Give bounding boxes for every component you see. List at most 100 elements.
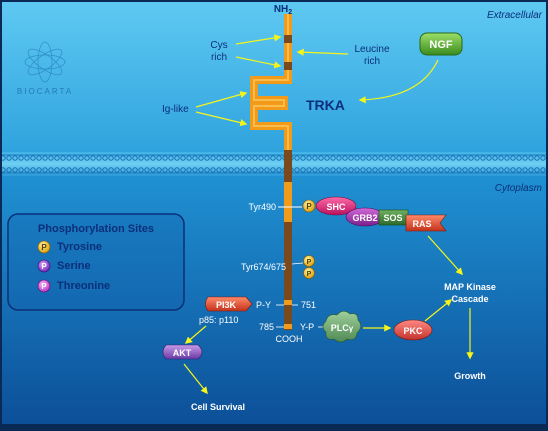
lipid-head — [90, 167, 96, 173]
svg-text:P: P — [307, 259, 312, 266]
cys-arrow-lower — [235, 56, 282, 69]
lipid-head — [306, 155, 312, 161]
lipid-head — [264, 167, 270, 173]
lipid-head — [150, 155, 156, 161]
lipid-head — [252, 155, 258, 161]
lipid-head — [36, 155, 42, 161]
lipid-head — [450, 167, 456, 173]
lipid-head — [420, 155, 426, 161]
lipid-head — [156, 155, 162, 161]
lipid-head — [54, 155, 60, 161]
lipid-head — [474, 155, 480, 161]
lipid-head — [324, 155, 330, 161]
cooh-label: COOH — [276, 334, 303, 344]
lipid-head — [480, 155, 486, 161]
lipid-head — [270, 155, 276, 161]
lipid-head — [138, 155, 144, 161]
cytoplasm-region — [0, 168, 548, 426]
sos-protein: SOS — [378, 209, 409, 226]
lipid-head — [426, 167, 432, 173]
p85-p110-label: p85: p110 — [199, 315, 238, 325]
lipid-head — [102, 155, 108, 161]
ngf-arrow — [358, 59, 439, 104]
lipid-head — [18, 155, 24, 161]
lipid-head — [18, 167, 24, 173]
svg-text:P: P — [41, 243, 47, 252]
lipid-head — [78, 155, 84, 161]
lipid-head — [66, 155, 72, 161]
lipid-head — [180, 155, 186, 161]
lipid-head — [24, 167, 30, 173]
mapk-label-line1: MAP Kinase — [444, 282, 496, 292]
cell-survival-label: Cell Survival — [191, 402, 245, 412]
lipid-head — [120, 167, 126, 173]
lipid-head — [216, 167, 222, 173]
lipid-head — [132, 155, 138, 161]
lipid-head — [354, 167, 360, 173]
svg-text:P: P — [41, 262, 47, 271]
lipid-head — [360, 167, 366, 173]
cell-membrane — [0, 152, 548, 176]
lipid-head — [450, 155, 456, 161]
logo-mark — [24, 41, 66, 83]
lipid-head — [120, 155, 126, 161]
extracellular-label: Extracellular — [487, 10, 543, 21]
phosphorylation-legend: Phosphorylation Sites P Tyrosine P Serin… — [7, 213, 185, 311]
lipid-head — [114, 155, 120, 161]
lipid-head — [540, 167, 546, 173]
pi3k-to-akt-arrow — [184, 325, 207, 344]
y785-yp-label: Y-P — [300, 322, 314, 332]
svg-text:Tyrosine: Tyrosine — [57, 241, 102, 253]
ig-like-label: Ig-like — [162, 104, 189, 115]
tyr675-phospho-badge: P — [303, 267, 315, 279]
lipid-head — [342, 155, 348, 161]
ig-arrow-lower — [195, 111, 248, 127]
lipid-head — [42, 155, 48, 161]
svg-text:RAS: RAS — [412, 219, 431, 229]
lipid-head — [246, 167, 252, 173]
lipid-head — [294, 155, 300, 161]
lipid-head — [528, 155, 534, 161]
kinase-upper-segment — [284, 182, 292, 222]
ngf-label: NGF — [429, 39, 453, 51]
lipid-head — [48, 167, 54, 173]
akt-to-survival-arrow — [183, 363, 208, 395]
lipid-head — [264, 155, 270, 161]
leucine-arrow — [296, 48, 349, 56]
lipid-head — [468, 167, 474, 173]
svg-text:PI3K: PI3K — [216, 300, 237, 310]
lipid-head — [294, 167, 300, 173]
lipid-head — [318, 167, 324, 173]
lipid-head — [486, 167, 492, 173]
lipid-head — [222, 167, 228, 173]
lipid-head — [408, 155, 414, 161]
lipid-head — [270, 167, 276, 173]
lipid-head — [54, 167, 60, 173]
tyr674-675-label: Tyr674/675 — [241, 262, 286, 272]
lipid-head — [144, 155, 150, 161]
lipid-head — [510, 155, 516, 161]
lipid-head — [330, 155, 336, 161]
lipid-head — [234, 155, 240, 161]
lipid-head — [348, 155, 354, 161]
lipid-head — [372, 155, 378, 161]
lipid-head — [186, 167, 192, 173]
svg-text:SOS: SOS — [383, 213, 402, 223]
svg-text:PLCγ: PLCγ — [331, 323, 354, 333]
lipid-head — [438, 167, 444, 173]
lipid-head — [414, 155, 420, 161]
lipid-head — [498, 167, 504, 173]
legend-item-tyrosine: P Tyrosine — [37, 240, 102, 254]
cys-rich-segment-upper — [284, 35, 292, 43]
lipid-head — [30, 167, 36, 173]
lipid-head — [468, 155, 474, 161]
lipid-head — [462, 167, 468, 173]
lipid-head — [444, 155, 450, 161]
lipid-head — [60, 155, 66, 161]
lipid-head — [60, 167, 66, 173]
trka-receptor — [250, 14, 292, 330]
lipid-head — [192, 167, 198, 173]
lipid-head — [486, 155, 492, 161]
lipid-head — [456, 155, 462, 161]
lipid-head — [300, 167, 306, 173]
